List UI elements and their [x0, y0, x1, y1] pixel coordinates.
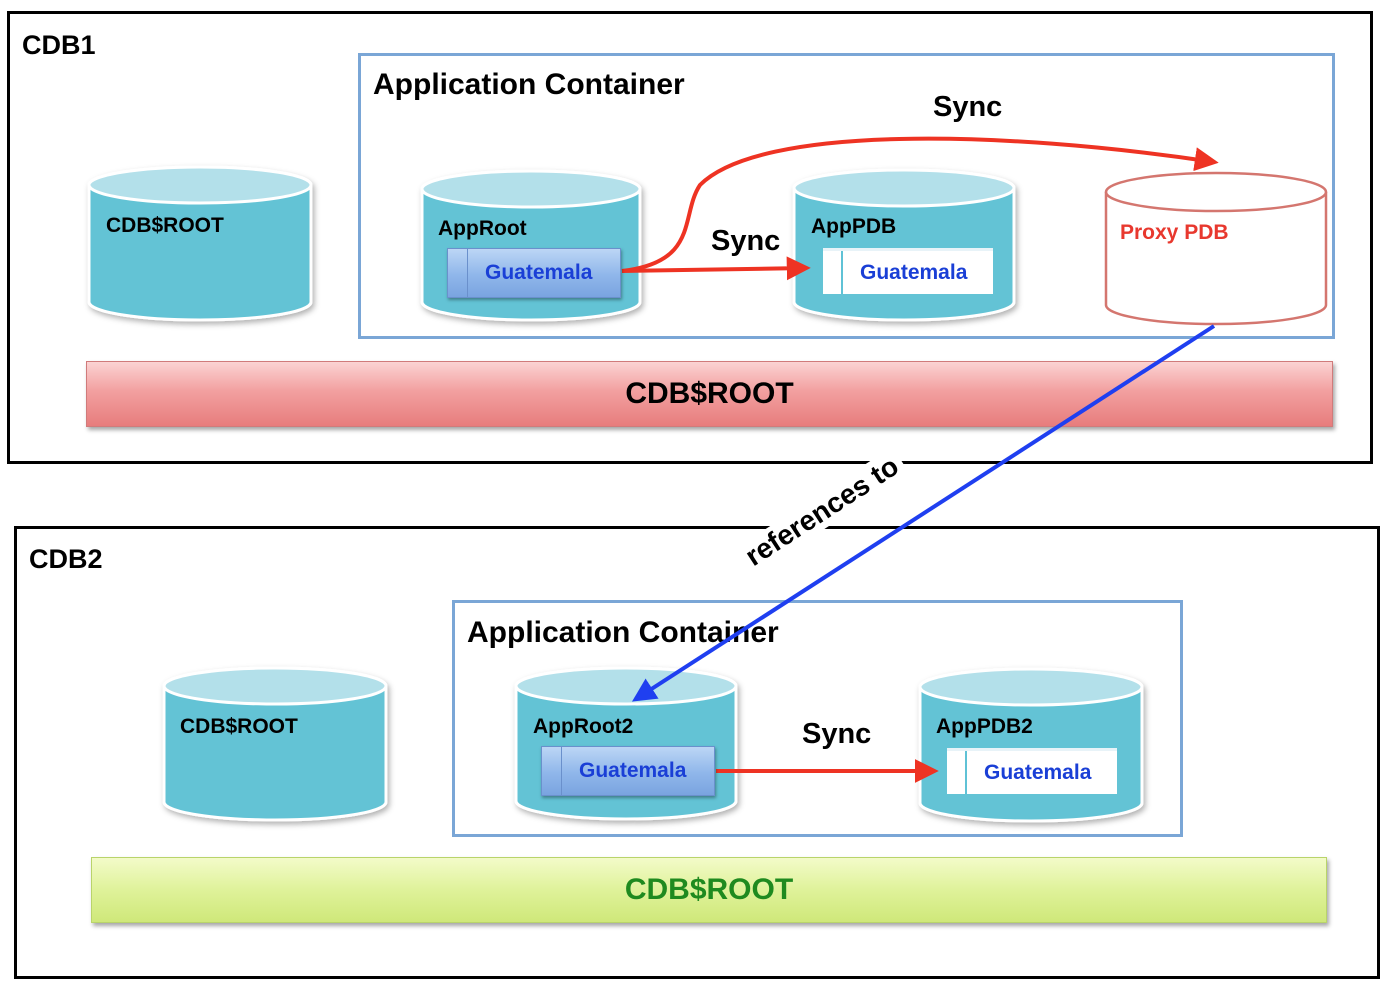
- cdb2-approot2-table: Guatemala: [541, 746, 715, 796]
- sync-label-top: Sync: [933, 91, 1003, 123]
- cdb1-apppdb-table: Guatemala: [823, 248, 993, 294]
- sync-label-mid: Sync: [711, 225, 781, 257]
- cdb2-application-container: [452, 600, 1183, 837]
- cdb2-apppdb2-table-marker: [947, 751, 967, 794]
- reference-arrow-proxy-to-approot2: [631, 324, 1216, 702]
- cdb2-apppdb2-table: Guatemala: [947, 748, 1117, 794]
- cdb1-approot-table-marker: [448, 249, 468, 297]
- cdb2-approot2-table-name: Guatemala: [579, 759, 687, 782]
- cdb1-apppdb-table-name: Guatemala: [860, 260, 968, 284]
- cdb1-approot-table: Guatemala: [447, 248, 621, 298]
- cdb1-apppdb-cylinder: [792, 168, 1016, 322]
- cdb2-label: CDB2: [29, 544, 103, 574]
- cdb1-approot-label: AppRoot: [438, 217, 527, 240]
- cdb1-label: CDB1: [22, 30, 96, 60]
- cdb1-approot-table-name: Guatemala: [485, 261, 593, 284]
- cdb1-apppdb-table-marker: [823, 251, 843, 294]
- sync-arrow-approot-to-apppdb: [621, 256, 811, 281]
- proxy-pdb-label: Proxy PDB: [1120, 221, 1229, 244]
- cdb2-apppdb2-cylinder: [918, 667, 1144, 823]
- proxy-pdb-cylinder: [1104, 171, 1328, 326]
- cdb2-approot2-label: AppRoot2: [533, 715, 634, 738]
- cdb2-apppdb2-label: AppPDB2: [936, 715, 1033, 738]
- sync-arrow-approot-to-proxy: [621, 136, 1219, 273]
- cdb2-apppdb2-table-name: Guatemala: [984, 760, 1092, 784]
- cdb1-cdbroot-cylinder: [87, 165, 313, 322]
- sync-label-cdb2: Sync: [802, 718, 872, 750]
- cdb1-application-container-label: Application Container: [373, 68, 685, 101]
- cdb2-approot2-cylinder: [514, 666, 738, 821]
- cdb1-apppdb-label: AppPDB: [811, 215, 897, 238]
- cdb2-cdbroot-cylinder: [162, 666, 388, 822]
- cdb1-root-bar: CDB$ROOT: [86, 361, 1333, 427]
- cdb1-cdbroot-label: CDB$ROOT: [106, 214, 224, 237]
- cdb1-application-container: [358, 53, 1335, 339]
- cdb2-approot2-table-marker: [542, 747, 562, 795]
- cdb2-root-bar: CDB$ROOT: [91, 857, 1327, 923]
- cdb2-application-container-label: Application Container: [467, 616, 779, 649]
- cdb2-cdbroot-label: CDB$ROOT: [180, 715, 298, 738]
